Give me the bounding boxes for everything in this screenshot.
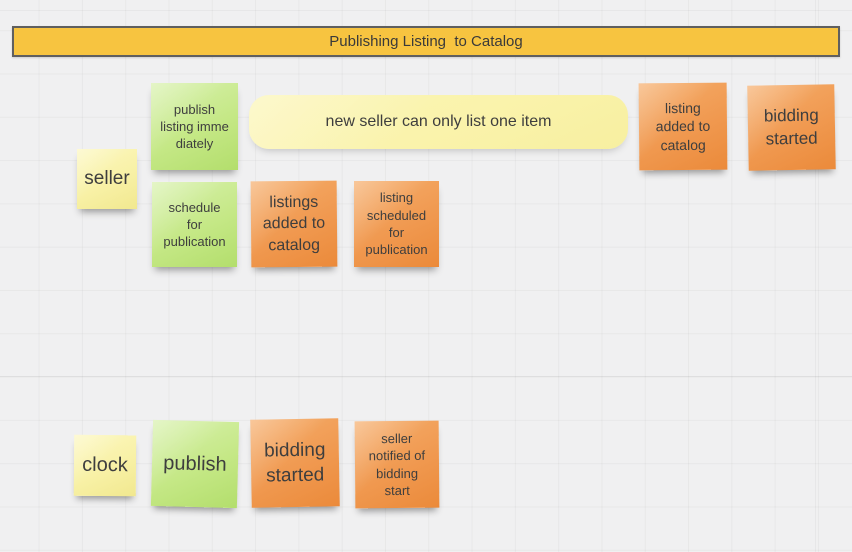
sticky-note-text: new seller can only list one item xyxy=(325,113,552,131)
sticky-note-text: bidding started xyxy=(263,439,326,487)
sticky-note-text: seller xyxy=(84,168,130,190)
note-listing-scheduled-for-publication[interactable]: listing scheduled for publication xyxy=(354,181,439,267)
note-schedule-for-publication[interactable]: schedule for publication xyxy=(152,182,237,267)
frame-title-banner[interactable]: Publishing Listing to Catalog xyxy=(12,26,840,57)
note-bidding-started-top[interactable]: bidding started xyxy=(747,84,836,171)
sticky-note-text: listings added to catalog xyxy=(262,193,326,254)
sticky-note-text: listing added to catalog xyxy=(655,99,711,153)
note-bidding-started-bottom[interactable]: bidding started xyxy=(250,418,340,508)
frame-title-text: Publishing Listing to Catalog xyxy=(329,33,523,50)
sticky-note-text: publish listing imme diately xyxy=(160,101,229,152)
sticky-note-text: schedule for publication xyxy=(163,199,226,250)
sticky-note-text: listing scheduled for publication xyxy=(365,190,428,258)
note-clock[interactable]: clock xyxy=(73,434,137,497)
sticky-note-text: clock xyxy=(82,454,128,477)
note-publish[interactable]: publish xyxy=(150,419,240,509)
note-publish-listing-immediately[interactable]: publish listing imme diately xyxy=(151,83,238,170)
note-seller[interactable]: seller xyxy=(77,149,137,209)
sticky-note-text: seller notified of bidding start xyxy=(368,430,426,498)
sticky-note-text: publish xyxy=(163,451,227,476)
note-listings-added-to-catalog[interactable]: listings added to catalog xyxy=(250,180,338,268)
grid-line-top xyxy=(0,10,852,11)
sticky-note-text: bidding started xyxy=(763,105,819,148)
grid-line-vertical xyxy=(815,0,816,552)
note-new-seller-policy[interactable]: new seller can only list one item xyxy=(249,95,628,149)
note-seller-notified-of-bidding-start[interactable]: seller notified of bidding start xyxy=(354,420,440,509)
note-listing-added-to-catalog[interactable]: listing added to catalog xyxy=(638,82,728,171)
grid-major-line-horizontal xyxy=(0,376,852,377)
